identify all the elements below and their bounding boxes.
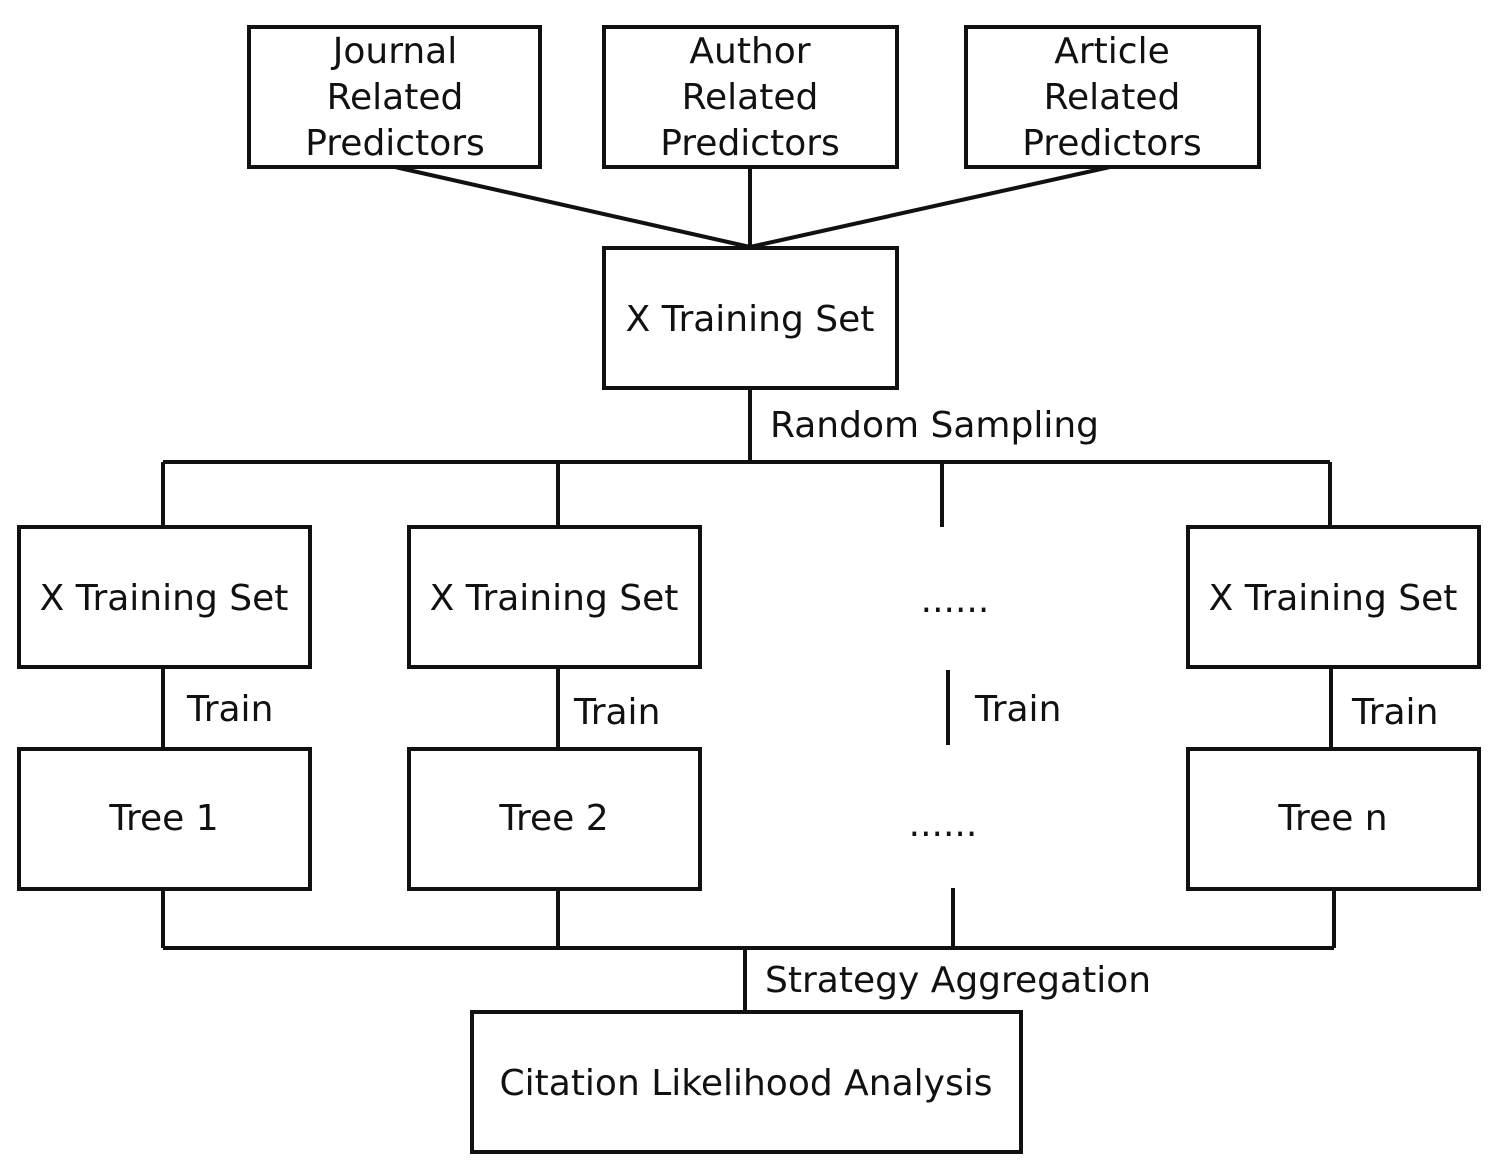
- article-predictors-line-1: Article: [1054, 31, 1170, 72]
- tree-label-2: Tree 2: [498, 798, 608, 839]
- strategy-aggregation-label: Strategy Aggregation: [765, 960, 1151, 1001]
- tree-ellipsis: ......: [909, 804, 978, 845]
- author-predictors-box: Author Related Predictors: [602, 25, 899, 169]
- journal-predictors-box: Journal Related Predictors: [247, 25, 542, 169]
- article-predictors-line-3: Predictors: [1022, 123, 1202, 164]
- connector-journal-to-training: [394, 165, 751, 249]
- tree-label-1: Tree 1: [108, 798, 218, 839]
- connectors: [161, 165, 1336, 1012]
- citation-likelihood-box: Citation Likelihood Analysis: [470, 1010, 1023, 1154]
- author-predictors-line-2: Related: [682, 77, 819, 118]
- training-set-ellipsis: ......: [921, 580, 990, 621]
- tree-box-2: Tree 2: [407, 747, 702, 891]
- journal-predictors-line-1: Journal: [331, 31, 458, 72]
- tree-box-n: Tree n: [1186, 747, 1481, 891]
- training-set-box-1: X Training Set: [17, 525, 312, 669]
- training-set-label-n: X Training Set: [1209, 578, 1458, 619]
- tree-label-n: Tree n: [1277, 798, 1387, 839]
- main-training-set-box: X Training Set: [602, 246, 899, 390]
- tree-box-1: Tree 1: [17, 747, 312, 891]
- journal-predictors-line-2: Related: [327, 77, 464, 118]
- citation-likelihood-label: Citation Likelihood Analysis: [500, 1063, 993, 1104]
- training-set-box-2: X Training Set: [407, 525, 702, 669]
- main-training-set-label: X Training Set: [626, 299, 875, 340]
- training-set-label-1: X Training Set: [40, 578, 289, 619]
- connector-article-to-training: [749, 165, 1111, 249]
- journal-predictors-line-3: Predictors: [305, 123, 485, 164]
- train-label-1: Train: [186, 689, 273, 730]
- train-label-ellipsis: Train: [974, 689, 1061, 730]
- random-sampling-label: Random Sampling: [770, 405, 1099, 446]
- train-label-n: Train: [1351, 692, 1438, 733]
- article-predictors-box: Article Related Predictors: [964, 25, 1261, 169]
- author-predictors-line-1: Author: [689, 31, 810, 72]
- training-set-box-n: X Training Set: [1186, 525, 1481, 669]
- training-set-label-2: X Training Set: [430, 578, 679, 619]
- author-predictors-line-3: Predictors: [660, 123, 840, 164]
- train-label-2: Train: [573, 692, 660, 733]
- article-predictors-line-2: Related: [1044, 77, 1181, 118]
